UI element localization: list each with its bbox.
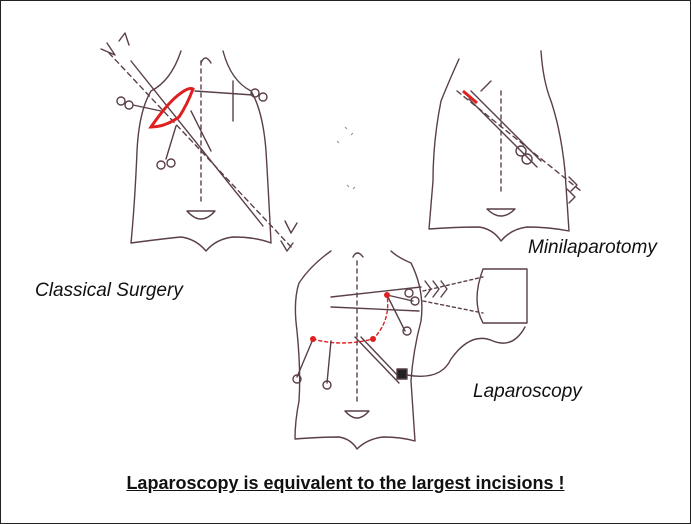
port-dot xyxy=(310,336,316,342)
label-classical-surgery: Classical Surgery xyxy=(35,280,183,302)
port-dot xyxy=(370,336,376,342)
caption: Laparoscopy is equivalent to the largest… xyxy=(1,473,690,494)
label-minilaparotomy: Minilaparotomy xyxy=(528,237,657,259)
sketch-drawing xyxy=(1,1,690,471)
torso-classical-surgery xyxy=(101,33,297,251)
torso-minilaparotomy xyxy=(429,51,581,241)
label-laparoscopy: Laparoscopy xyxy=(473,381,582,403)
torso-laparoscopy xyxy=(293,251,527,449)
port-dot xyxy=(384,292,390,298)
scatter-marks xyxy=(337,127,355,189)
